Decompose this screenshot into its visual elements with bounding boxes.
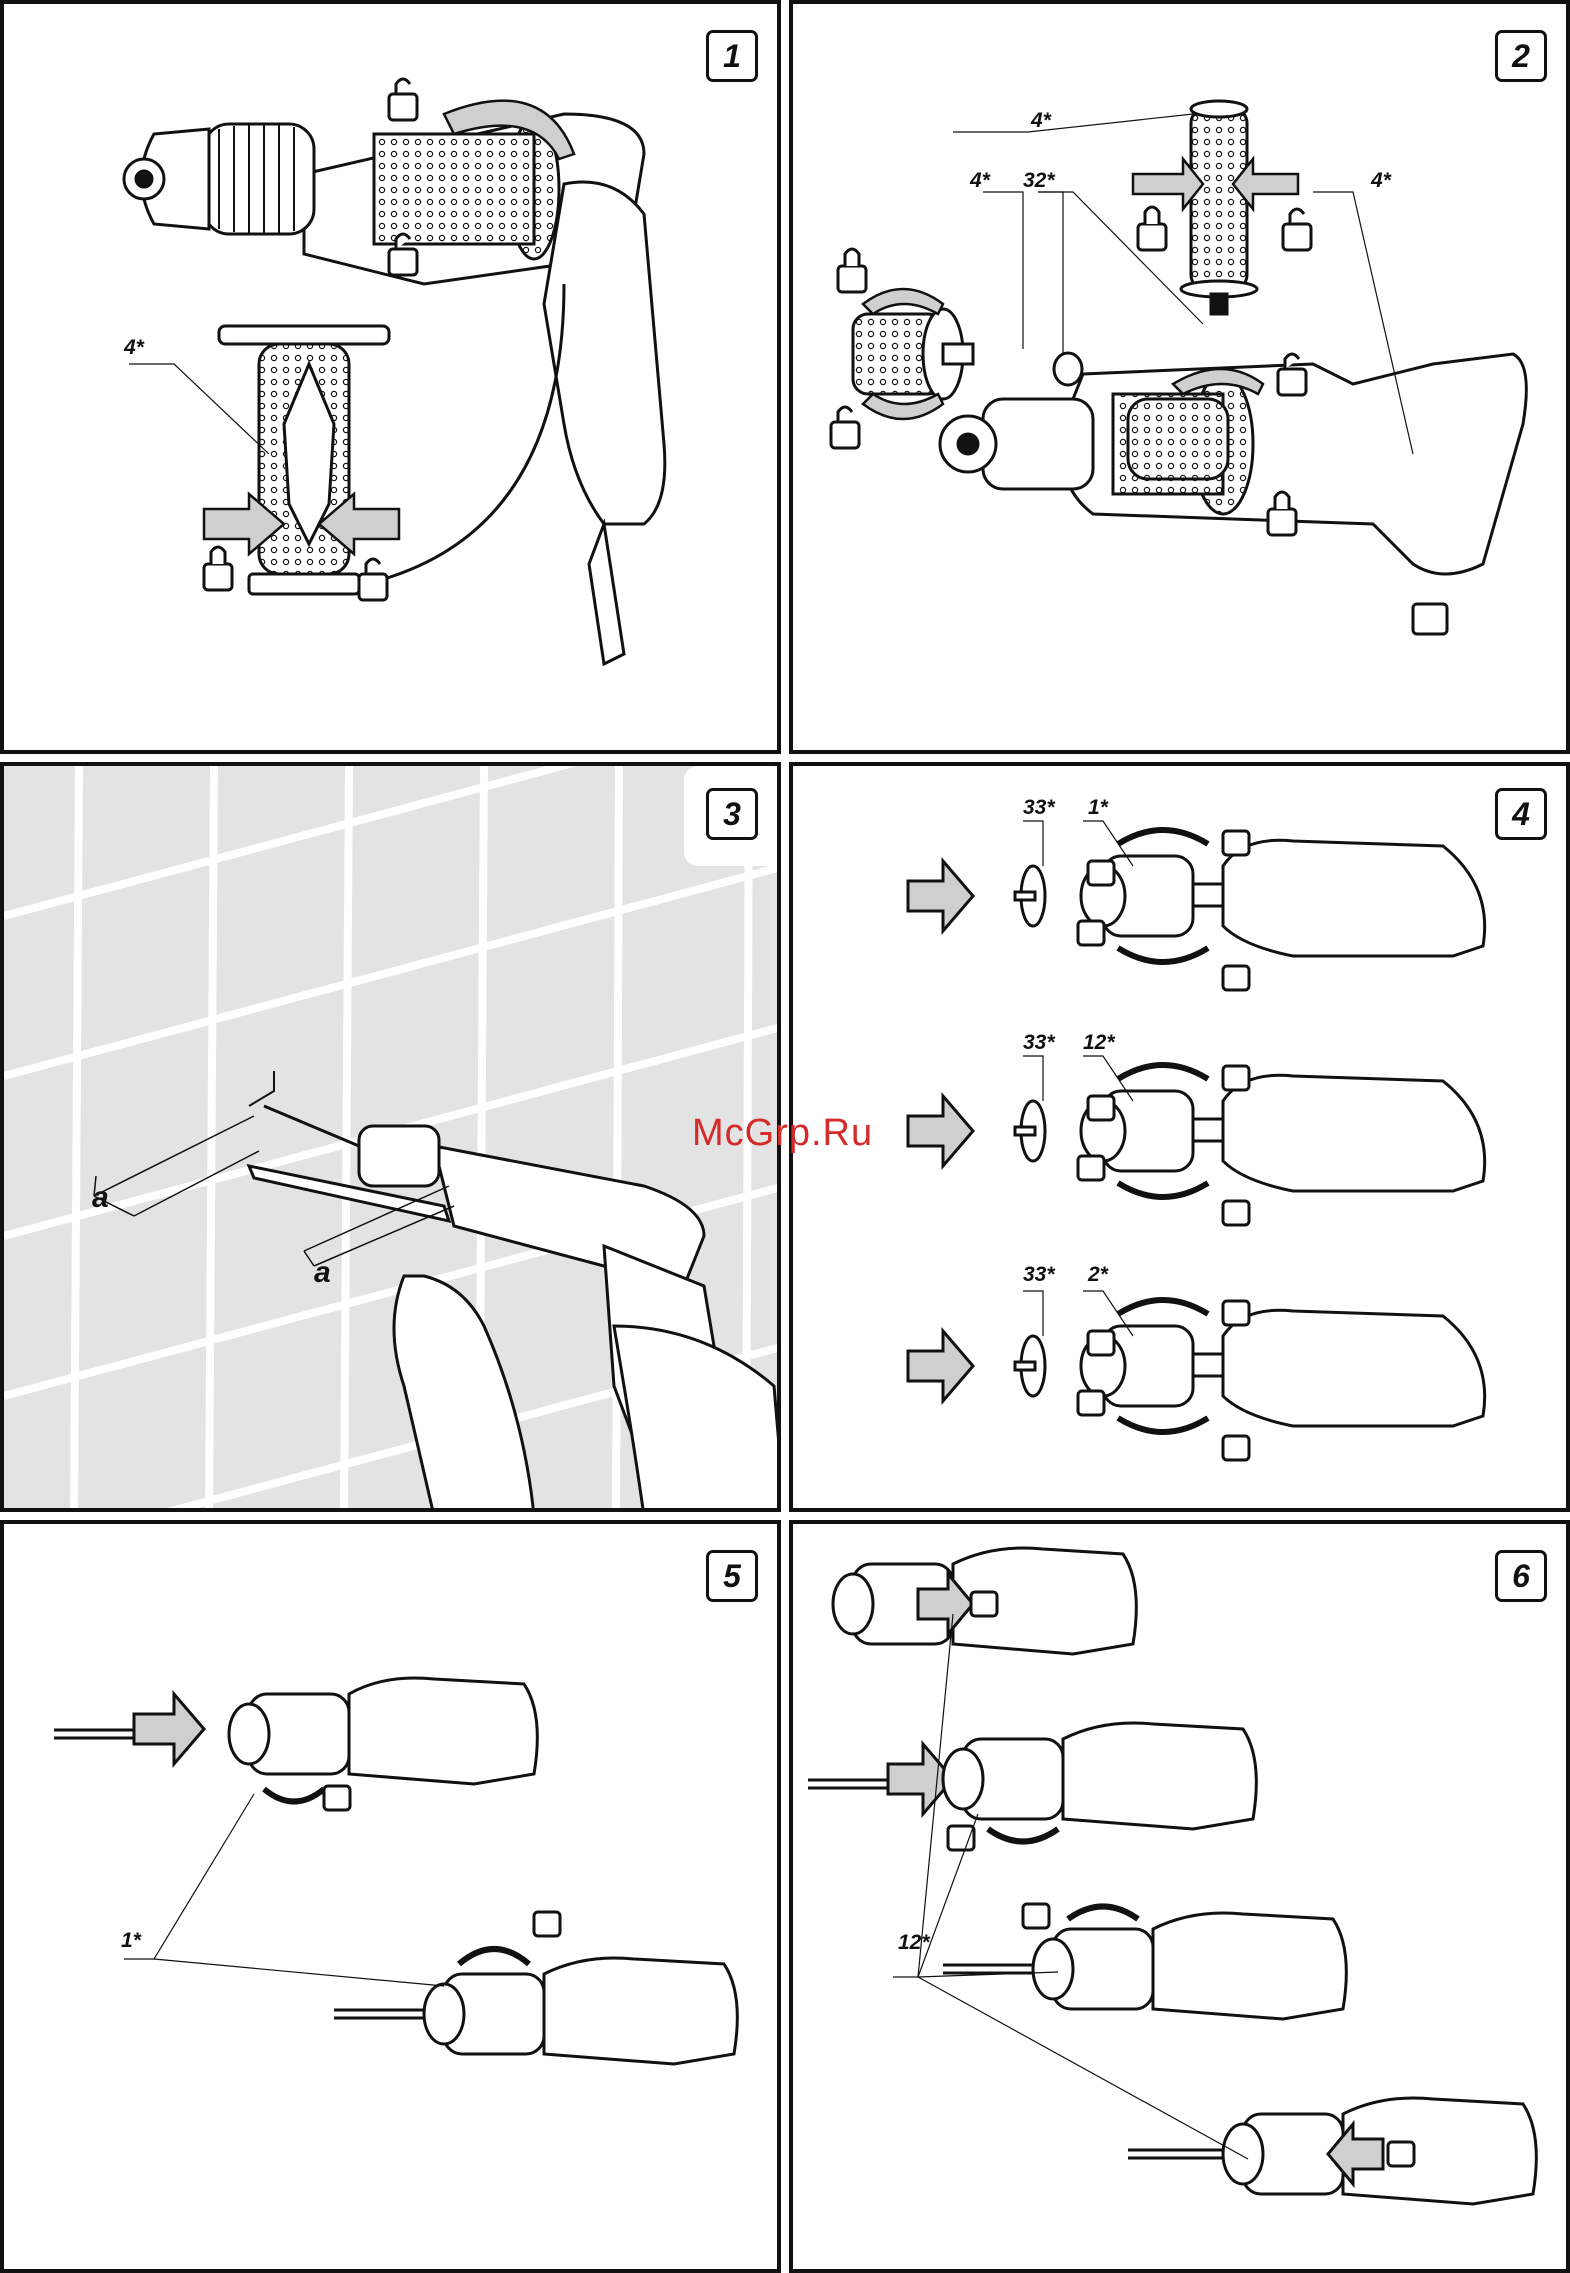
panel-number: 5 [706,1550,758,1602]
callout-label: 4* [124,336,144,360]
dimension-label: a [314,1256,331,1290]
wall-drilling-illustration [4,766,781,1512]
callout-label: 33* [1023,796,1055,820]
panel-number: 1 [706,30,758,82]
callout-label: 4* [970,169,990,193]
callout-label: 32* [1023,169,1055,193]
callout-label: 33* [1023,1031,1055,1055]
callout-label: 2* [1088,1263,1108,1287]
drill-side-handle-illustration [4,4,781,754]
panel-4: 4 33* 1* 33* 12* 33* 2* [789,762,1570,1512]
callout-label: 1* [121,1929,141,1953]
callout-label: 12* [898,1931,930,1955]
panel-number: 3 [706,788,758,840]
panel-number: 6 [1495,1550,1547,1602]
callout-label: 1* [1088,796,1108,820]
chuck-removal-illustration [793,766,1570,1512]
dimension-label: a [92,1181,109,1215]
watermark: McGrp.Ru [692,1112,873,1155]
panel-2: 2 4* 4* 32* 4* [789,0,1570,754]
panel-number: 2 [1495,30,1547,82]
panel-6: 6 12* [789,1520,1570,2273]
handle-assembly-illustration [793,4,1570,754]
panel-5: 5 1* [0,1520,781,2273]
panel-number: 4 [1495,788,1547,840]
callout-label: 12* [1083,1031,1115,1055]
callout-label: 33* [1023,1263,1055,1287]
panel-3: 3 a a [0,762,781,1512]
keyless-chuck-illustration [793,1524,1570,2273]
callout-label: 4* [1371,169,1391,193]
bit-insertion-illustration [4,1524,781,2273]
panel-1: 1 4* [0,0,781,754]
callout-label: 4* [1031,109,1051,133]
